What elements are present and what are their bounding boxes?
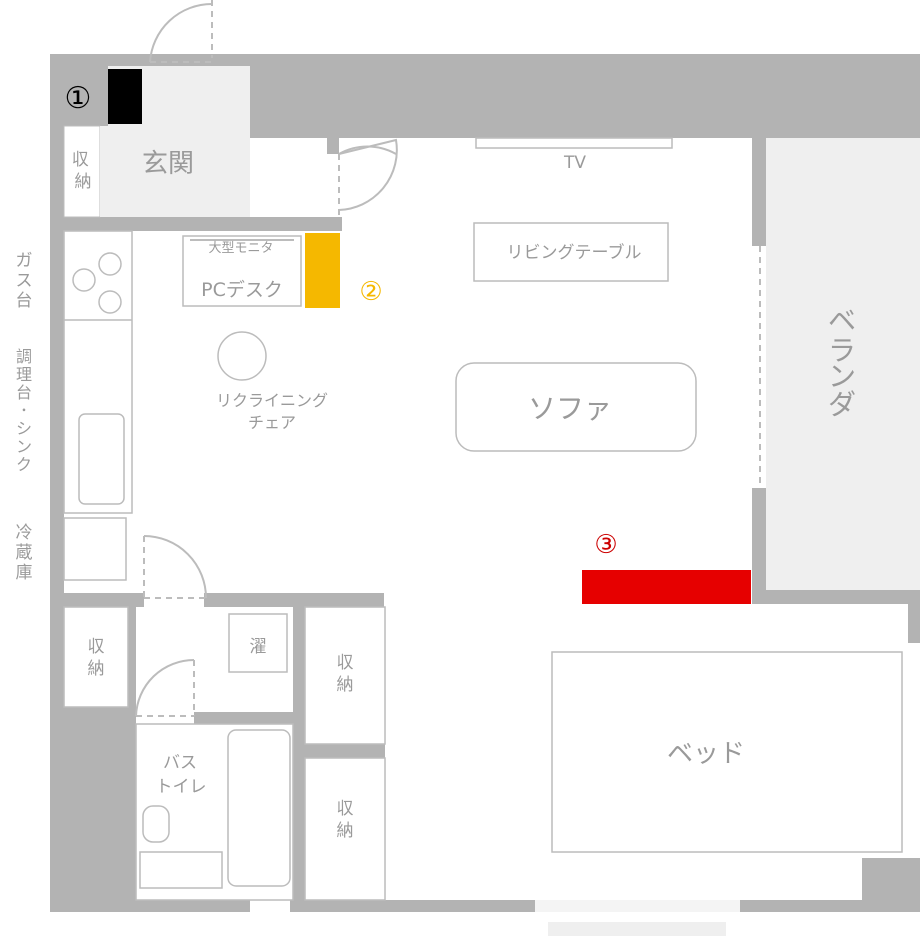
- bath-label-line1: バス: [163, 753, 197, 773]
- hall-door: [143, 535, 207, 599]
- marker-2-block: [305, 233, 340, 308]
- veranda-char-4: ダ: [828, 388, 856, 421]
- living-table: [473, 222, 669, 282]
- sink-char-5: シ: [16, 419, 32, 438]
- walls: [50, 54, 920, 912]
- sink-label: 調理台･シンク: [16, 347, 32, 474]
- living-table-label: リビングテーブル: [507, 242, 642, 263]
- veranda-char-1: ベ: [828, 304, 856, 337]
- storage-left-label: 収納: [88, 637, 105, 679]
- kitchen: [63, 230, 133, 581]
- storage-top-char2: 納: [75, 172, 92, 192]
- storage-left-char-1: 収: [88, 637, 105, 657]
- fridge-char-3: 庫: [16, 563, 33, 583]
- veranda: [759, 138, 920, 590]
- pc-desk: [182, 235, 302, 307]
- chair-label-line2: チェア: [248, 413, 296, 432]
- storage-mid1-label: 収納: [337, 653, 354, 695]
- gas-char-3: 台: [16, 291, 33, 311]
- side-labels: ガス台 調理台･シンク 冷蔵庫: [16, 251, 33, 583]
- pc-desk-label: PCデスク: [201, 279, 283, 301]
- bed-label: ベッド: [667, 739, 745, 769]
- gas-char-2: ス: [16, 271, 33, 291]
- storage-top-char1: 収: [72, 150, 89, 170]
- storage-mid1-char-2: 納: [337, 675, 354, 695]
- bottom-window: [535, 900, 740, 912]
- bath-door: [135, 659, 195, 717]
- marker-1-label: ①: [65, 81, 92, 116]
- entrance-door: [149, 0, 213, 63]
- veranda-char-3: ン: [828, 360, 856, 393]
- sink-char-3: 台: [16, 383, 32, 402]
- monitor-label: 大型モニタ: [208, 241, 273, 256]
- sink-char-6: ン: [16, 437, 32, 456]
- sofa-label: ソファ: [528, 392, 612, 425]
- storage-left-char-2: 納: [88, 659, 105, 679]
- fridge-char-1: 冷: [16, 523, 33, 543]
- genkan-label: 玄関: [142, 149, 194, 179]
- tv-label: TV: [563, 153, 586, 173]
- utility-rooms: [63, 606, 386, 901]
- window-sill: [548, 922, 726, 936]
- sink-char-4: ･: [20, 401, 28, 420]
- fridge-char-2: 蔵: [16, 543, 33, 563]
- laundry-label: 濯: [250, 637, 267, 657]
- sofa: [455, 362, 697, 452]
- veranda-label: ベ ラ ン ダ: [828, 304, 856, 421]
- storage-mid2-char-1: 収: [337, 799, 354, 819]
- veranda-char-2: ラ: [828, 334, 856, 367]
- storage-mid2-label: 収納: [337, 799, 354, 841]
- gas-label: ガス台: [16, 251, 33, 311]
- marker-3-block: [582, 570, 751, 604]
- marker-1-block: [108, 69, 142, 124]
- sink-char-2: 理: [16, 365, 32, 384]
- chair-label-line1: リクライニング: [216, 391, 328, 410]
- storage-mid1-char-1: 収: [337, 653, 354, 673]
- bath-label-line2: トイレ: [156, 777, 207, 797]
- sink-char-1: 調: [16, 347, 32, 366]
- marker-2-label: ②: [359, 277, 382, 307]
- marker-3-label: ③: [594, 530, 617, 560]
- tv-stand: [475, 137, 673, 149]
- sink-char-7: ク: [16, 455, 32, 474]
- storage-top-label: 収 納: [72, 150, 94, 192]
- gas-char-1: ガ: [16, 251, 33, 271]
- recliner-chair: [217, 331, 267, 381]
- fridge-label: 冷蔵庫: [16, 523, 33, 583]
- storage-mid2-char-2: 納: [337, 821, 354, 841]
- bed: [551, 651, 903, 853]
- living-door: [338, 138, 398, 217]
